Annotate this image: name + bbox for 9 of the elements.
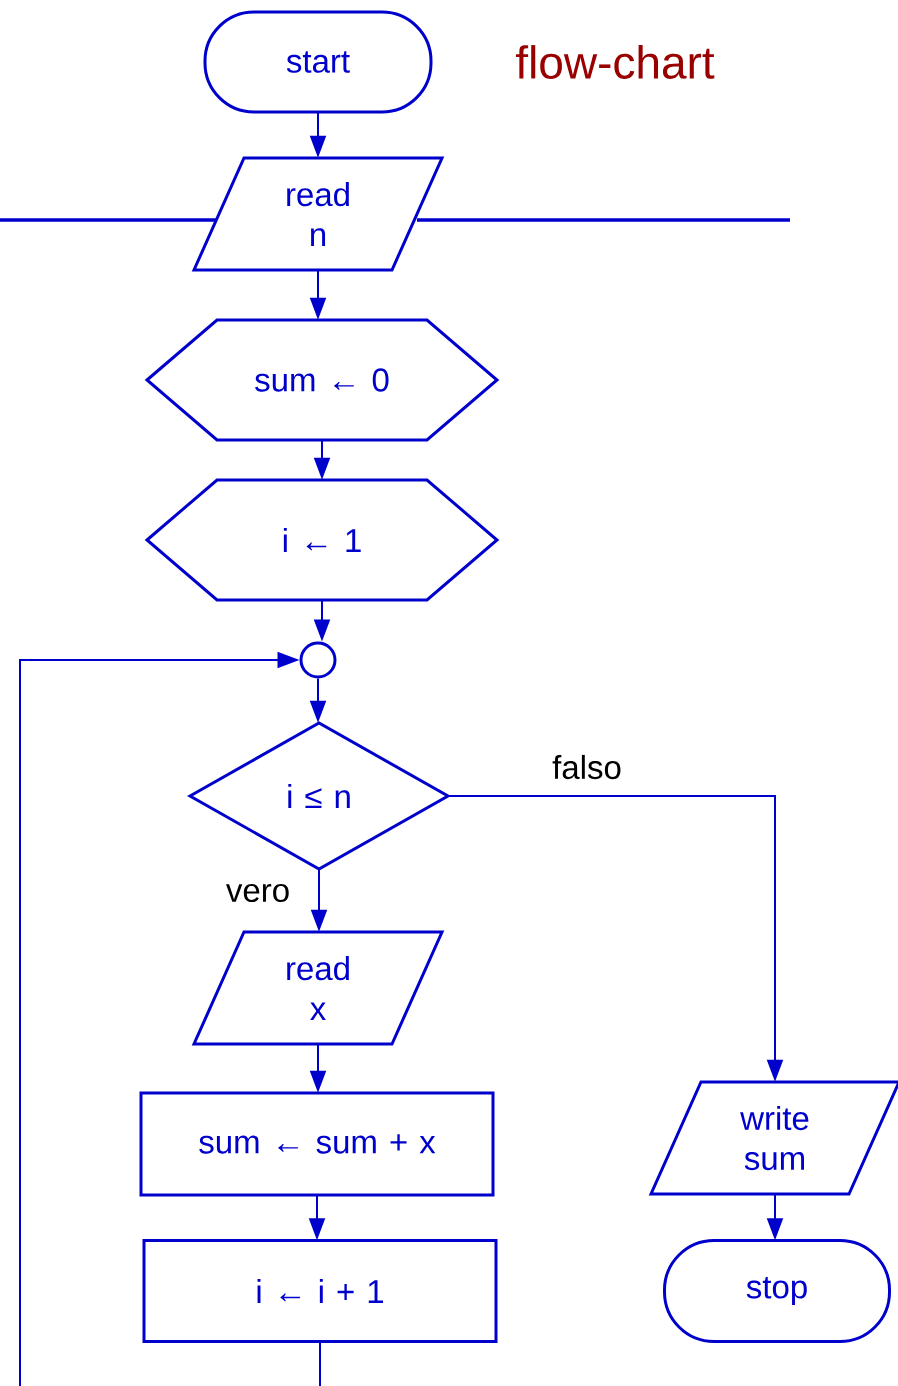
process-box: sum ← sum + x (139, 1091, 495, 1197)
edge-label: falso (551, 753, 623, 781)
terminal-box: stop (663, 1239, 891, 1343)
process-box: i ← i + 1 (142, 1239, 498, 1343)
connector-circle (299, 641, 337, 679)
title: flow-chart (515, 45, 715, 79)
arrow (19, 651, 321, 1386)
terminal-box: start (203, 10, 433, 114)
edge-label: vero (224, 882, 292, 904)
